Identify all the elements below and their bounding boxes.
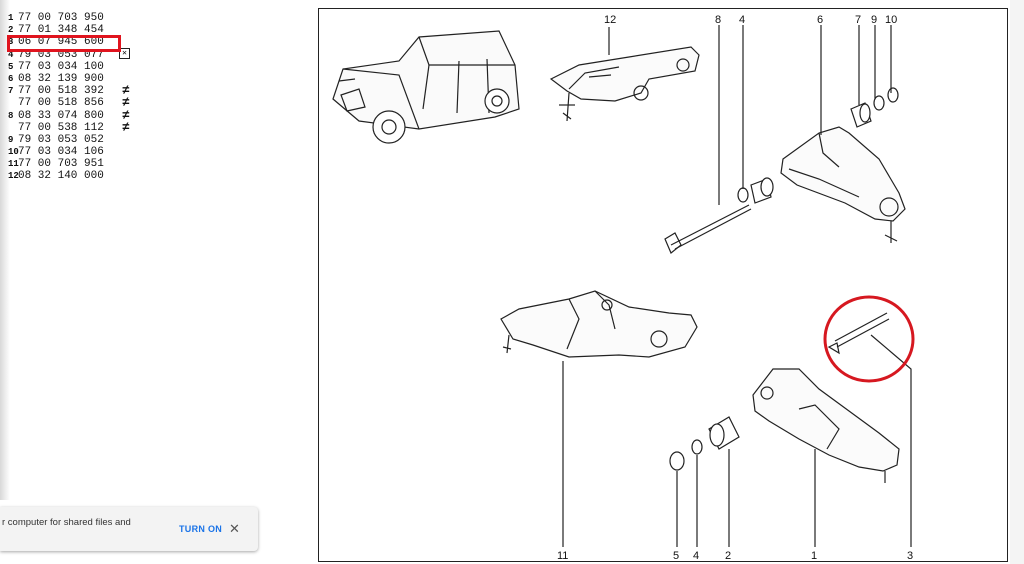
row-index: 5: [8, 61, 14, 72]
part-number: 08 32 139 900: [18, 72, 104, 85]
part-number: 77 01 348 454: [18, 24, 104, 37]
parts-row: 2 77 01 348 454: [8, 24, 104, 36]
right-upper-arm-part: [780, 126, 906, 243]
scrollbar-track[interactable]: [1010, 0, 1024, 564]
x-mark-icon: ✕: [119, 47, 130, 59]
parts-row: 5 77 03 034 100: [8, 61, 104, 73]
parts-row: 9 79 03 053 052: [8, 134, 104, 146]
callout-5: 5: [673, 550, 679, 562]
part-number: 08 32 140 000: [18, 170, 104, 183]
callout-9: 9: [871, 14, 877, 26]
part-number: 77 00 538 112: [18, 121, 104, 134]
sync-toast: r computer for shared files and TURN ON …: [0, 507, 258, 551]
toast-message: r computer for shared files and: [2, 517, 131, 528]
part-number: 79 03 053 052: [18, 133, 104, 146]
row-index: 7: [8, 86, 14, 97]
parts-row: 1077 03 034 106: [8, 146, 104, 158]
lower-arm-part: [500, 290, 698, 358]
row-index: 12: [8, 171, 19, 182]
red-circle-highlight: [823, 295, 915, 383]
parts-list: 1 77 00 703 950 2 77 01 348 454 3 06 07 945…: [8, 12, 130, 183]
part-number: 77 00 518 392: [18, 85, 104, 98]
part-number: 77 00 703 951: [18, 158, 104, 171]
right-lower-arm-part: [752, 368, 900, 483]
callout-4-top: 4: [739, 14, 745, 26]
parts-row: 77 00 538 112 ≠: [8, 121, 130, 134]
row-index: 9: [8, 134, 14, 145]
part-number: 77 03 034 106: [18, 146, 104, 159]
scan-edge: [0, 0, 10, 500]
callout-4-bottom: 4: [693, 550, 699, 562]
callout-11: 11: [557, 550, 568, 562]
parts-row: 1 77 00 703 950: [8, 12, 104, 24]
callout-3: 3: [907, 550, 913, 562]
part-number: 08 33 074 800: [18, 109, 104, 122]
turn-on-button[interactable]: TURN ON: [179, 524, 223, 534]
highlight-box: [7, 35, 121, 52]
row-index: 6: [8, 73, 14, 84]
row-index: 1: [8, 13, 14, 23]
callout-6: 6: [817, 14, 823, 26]
row-index: 2: [8, 25, 14, 36]
callout-12: 12: [604, 14, 616, 26]
long-bolt-part: [664, 204, 752, 254]
row-index: 10: [8, 147, 19, 158]
callout-2: 2: [725, 550, 731, 562]
parts-row: 77 00 518 856 ≠: [8, 96, 130, 110]
parts-row: 7 77 00 518 392 ≠: [8, 84, 130, 98]
part-number: 77 03 034 100: [18, 60, 104, 73]
part-number: 77 00 518 856: [18, 97, 104, 110]
part-number: 77 00 703 950: [18, 12, 104, 24]
callout-10: 10: [885, 14, 897, 26]
row-index: 11: [8, 159, 19, 170]
not-equal-icon: ≠: [122, 83, 130, 99]
row-index: 3: [8, 37, 14, 48]
parts-row: 1208 32 140 000: [8, 170, 104, 182]
parts-row: 8 08 33 074 800 ≠: [8, 109, 130, 122]
upper-arm-part: [549, 46, 700, 122]
parts-row: 1177 00 703 951: [8, 158, 104, 170]
not-equal-icon: ≠: [122, 107, 130, 123]
parts-row: 6 08 32 139 900: [8, 73, 104, 85]
parts-row: 3 06 07 945 600: [8, 36, 104, 48]
car-illustration: [332, 30, 520, 144]
callout-1: 1: [811, 550, 817, 562]
exploded-parts-diagram: 12 8 4 6 7 9 10 11 5 4 2 1 3: [318, 8, 1008, 562]
not-equal-icon: ≠: [122, 95, 130, 111]
callout-8: 8: [715, 14, 721, 26]
row-index: 4: [8, 49, 14, 60]
close-icon[interactable]: ✕: [229, 521, 240, 536]
row-index: 8: [8, 110, 14, 121]
diagram-svg: 12 8 4 6 7 9 10 11 5 4 2 1 3: [332, 14, 915, 562]
callout-7: 7: [855, 14, 861, 26]
part-number: 06 07 945 600: [18, 36, 104, 49]
not-equal-icon: ≠: [122, 119, 130, 135]
